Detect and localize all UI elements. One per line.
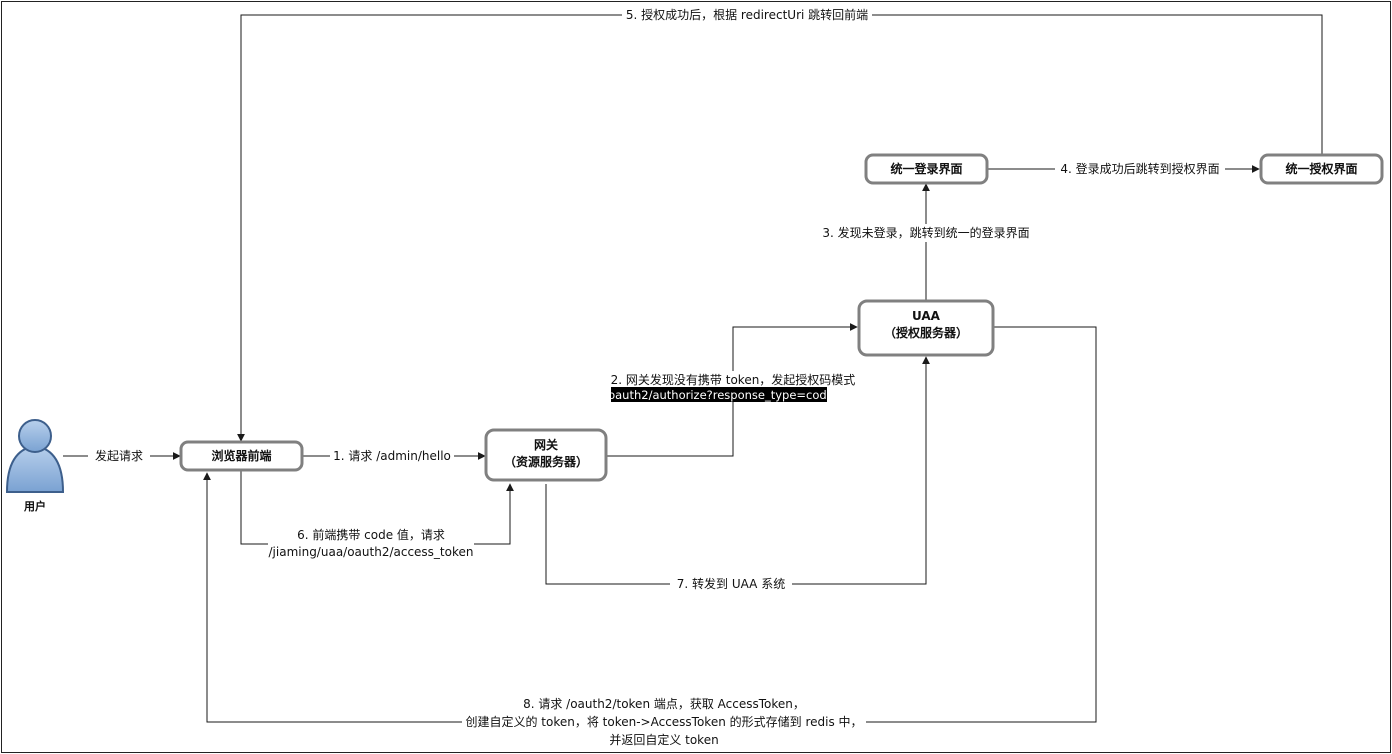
node-auth: 统一授权界面	[1259, 153, 1384, 185]
svg-text:8. 请求 /oauth2/token 端点，获取 Acce: 8. 请求 /oauth2/token 端点，获取 AccessToken，	[523, 697, 805, 711]
svg-text:5. 授权成功后，根据 redirectUri 跳转回前端: 5. 授权成功后，根据 redirectUri 跳转回前端	[626, 7, 868, 22]
label-step8: 8. 请求 /oauth2/token 端点，获取 AccessToken， 创…	[462, 695, 866, 747]
label-step5: 5. 授权成功后，根据 redirectUri 跳转回前端	[622, 6, 872, 24]
label-step6: 6. 前端携带 code 值，请求 /jiaming/uaa/oauth2/ac…	[268, 526, 474, 560]
svg-text:1. 请求 /admin/hello: 1. 请求 /admin/hello	[333, 449, 451, 463]
svg-text:发起请求: 发起请求	[95, 448, 143, 463]
svg-text:UAA: UAA	[912, 309, 941, 323]
svg-text:/jiaming/uaa/oauth2/access_tok: /jiaming/uaa/oauth2/access_token	[269, 545, 474, 559]
svg-text:并返回自定义 token: 并返回自定义 token	[609, 732, 718, 747]
user-icon	[5, 419, 65, 493]
label-user-request: 发起请求	[88, 447, 150, 465]
node-login: 统一登录界面	[864, 153, 989, 185]
svg-text:创建自定义的 token，将 token->AccessTo: 创建自定义的 token，将 token->AccessToken 的形式存储到…	[465, 714, 862, 729]
label-step2: 2. 网关发现没有携带 token，发起授权码模式 /oauth2/author…	[604, 371, 858, 402]
node-gateway: 网关 （资源服务器）	[484, 428, 608, 482]
svg-text:（资源服务器）: （资源服务器）	[504, 454, 588, 469]
user-label: 用户	[24, 499, 46, 513]
label-step3: 3. 发现未登录，跳转到统一的登录界面	[818, 224, 1034, 242]
label-step4: 4. 登录成功后跳转到授权界面	[1055, 160, 1225, 178]
edge-step8	[203, 326, 1097, 723]
svg-text:统一授权界面: 统一授权界面	[1285, 161, 1357, 176]
svg-text:3. 发现未登录，跳转到统一的登录界面: 3. 发现未登录，跳转到统一的登录界面	[822, 225, 1029, 240]
svg-text:（授权服务器）: （授权服务器）	[884, 325, 968, 340]
svg-text:7. 转发到 UAA 系统: 7. 转发到 UAA 系统	[677, 576, 785, 591]
svg-text:/oauth2/authorize?response_typ: /oauth2/authorize?response_type=code	[604, 388, 834, 402]
svg-text:网关: 网关	[534, 437, 558, 452]
node-uaa: UAA （授权服务器）	[857, 299, 995, 357]
svg-text:6. 前端携带 code 值，请求: 6. 前端携带 code 值，请求	[297, 527, 445, 542]
node-browser: 浏览器前端	[179, 440, 304, 472]
label-step7: 7. 转发到 UAA 系统	[670, 575, 792, 593]
svg-text:2. 网关发现没有携带 token，发起授权码模式: 2. 网关发现没有携带 token，发起授权码模式	[611, 372, 856, 387]
label-step1: 1. 请求 /admin/hello	[330, 447, 454, 465]
user-actor: 用户	[5, 419, 65, 513]
svg-text:统一登录界面: 统一登录界面	[890, 161, 962, 176]
svg-text:浏览器前端: 浏览器前端	[211, 448, 271, 463]
svg-text:4. 登录成功后跳转到授权界面: 4. 登录成功后跳转到授权界面	[1060, 161, 1219, 176]
